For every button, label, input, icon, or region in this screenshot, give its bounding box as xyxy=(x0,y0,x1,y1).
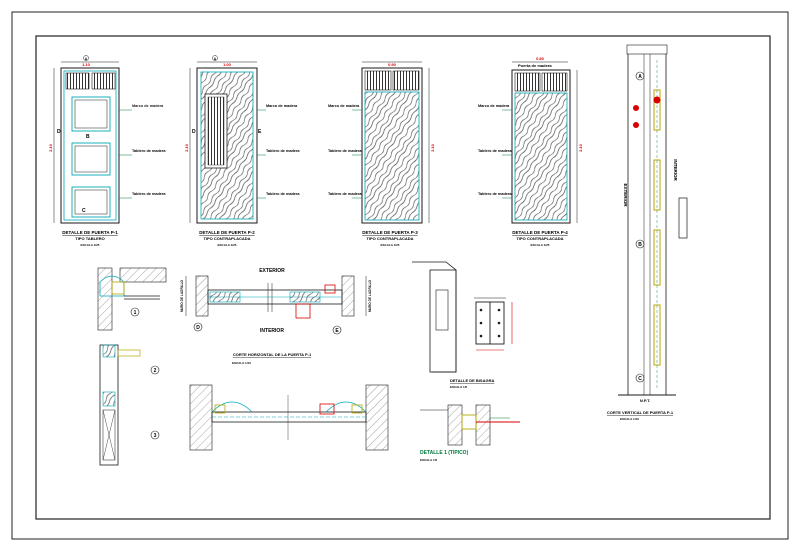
hinge-scale: ESCALA 1/5 xyxy=(450,385,468,389)
door-elevation-p3: 0.90 2.10 Marco de madera Tablero de mad… xyxy=(328,61,435,247)
detail-1-typical: DETALLE 1 (TIPICO) ESCALA 1/5 xyxy=(420,404,520,462)
subtitle-p4: TIPO CONTRAPLACADA xyxy=(516,236,563,241)
vsec-marker-c: C xyxy=(638,376,642,382)
note-p3-2: Tablero de madera xyxy=(328,192,362,196)
marker-b-p1: B xyxy=(86,134,90,140)
hsec-exterior: EXTERIOR xyxy=(259,268,285,274)
scale-p2: ESCALA 1/25 xyxy=(218,243,237,247)
dim-width-p3: 0.90 xyxy=(388,62,397,67)
note-p2-2: Tablero de madera xyxy=(266,192,300,196)
hsec-marker-e: E xyxy=(335,328,339,334)
note-p3-1: Tablero de madera xyxy=(328,149,362,153)
dim-height-p3: 2.10 xyxy=(430,143,435,152)
marker-d-p1: D xyxy=(57,129,61,135)
note-p1-0: Marco de madera xyxy=(132,104,164,108)
subtitle-p3: TIPO CONTRAPLACADA xyxy=(366,236,413,241)
subtitle-p2: TIPO CONTRAPLACADA xyxy=(203,236,250,241)
note-p1-1: Tablero de madera xyxy=(132,149,166,153)
vsec-marker-a: A xyxy=(638,74,642,80)
dim-width-p2: 1.00 xyxy=(223,62,232,67)
dim-width-p4: 0.80 xyxy=(536,56,545,61)
marker-a-p1: A xyxy=(85,57,88,61)
note-p2-0: Marco de madera xyxy=(266,104,298,108)
horizontal-section-p1: EXTERIOR MURO DE LADRILLO MURO DE LADRIL… xyxy=(180,268,372,365)
hsec-wall-right: MURO DE LADRILLO xyxy=(368,279,372,312)
marker-c-p1: C xyxy=(82,208,86,214)
marker-d-p2: D xyxy=(192,129,196,135)
detail-marker-1: 1 xyxy=(134,310,137,316)
vsec-scale: ESCALA 1/10 xyxy=(620,417,639,421)
hsec-wall-left: MURO DE LADRILLO xyxy=(180,279,184,312)
vertical-section-p1: A B C EXTERIOR INTERIOR N.P.T. CORTE VER… xyxy=(607,44,688,421)
note-p2-1: Tablero de madera xyxy=(266,149,300,153)
hinge-title: DETALLE DE BISAGRA xyxy=(450,378,494,383)
scale-p1: ESCALA 1/25 xyxy=(81,243,100,247)
title-p3: DETALLE DE PUERTA P-3 xyxy=(362,230,418,235)
marker-e-p2: E xyxy=(258,129,262,135)
title-p1: DETALLE DE PUERTA P-1 xyxy=(62,230,118,235)
hsec-scale: ESCALA 1/10 xyxy=(232,361,251,365)
dim-height-p1: 2.10 xyxy=(48,143,53,152)
note-p4-2: Tablero de madera xyxy=(478,192,512,196)
left-details: 1 2 3 xyxy=(97,267,167,466)
sheet-outer-border xyxy=(11,11,789,540)
door-elevation-p1: 1.10 A 2.10 D B C Marco de madera Tabler… xyxy=(48,55,166,247)
note-p4-1: Tablero de madera xyxy=(478,149,512,153)
title-p4: DETALLE DE PUERTA P-4 xyxy=(512,230,568,235)
vsec-exterior: EXTERIOR xyxy=(623,183,628,207)
dim-height-p4: 2.10 xyxy=(578,143,583,152)
dim-width-p1: 1.10 xyxy=(82,62,91,67)
note-p3-0: Marco de madera xyxy=(328,104,360,108)
scale-p3: ESCALA 1/25 xyxy=(381,243,400,247)
detail1-title: DETALLE 1 (TIPICO) xyxy=(420,450,469,456)
detail-marker-3: 3 xyxy=(154,433,157,439)
detail1-scale: ESCALA 1/5 xyxy=(420,458,438,462)
door-elevation-p4: Puerta de madera 0.80 2.10 Marco de made… xyxy=(478,56,583,247)
sheet-inner-border xyxy=(35,35,771,520)
marker-a-p2: A xyxy=(214,57,217,61)
hsec-title: CORTE HORIZONTAL DE LA PUERTA P-1 xyxy=(233,352,312,357)
vsec-marker-b: B xyxy=(638,242,642,248)
top-label-p4: Puerta de madera xyxy=(518,63,552,68)
horizontal-plan-strip xyxy=(189,384,389,451)
detail-marker-2: 2 xyxy=(154,368,157,374)
vsec-title: CORTE VERTICAL DE PUERTA P-1 xyxy=(607,410,674,415)
hsec-marker-d: D xyxy=(196,325,200,331)
vsec-floor: N.P.T. xyxy=(640,398,650,403)
note-p1-2: Tablero de madera xyxy=(132,192,166,196)
hsec-interior: INTERIOR xyxy=(260,328,284,334)
dim-height-p2: 2.10 xyxy=(184,143,189,152)
note-p4-0: Marco de madera xyxy=(478,104,510,108)
subtitle-p1: TIPO TABLERO xyxy=(75,236,104,241)
vsec-interior: INTERIOR xyxy=(673,159,678,181)
scale-p4: ESCALA 1/25 xyxy=(531,243,550,247)
hinge-detail: DETALLE DE BISAGRA ESCALA 1/5 xyxy=(412,261,513,389)
title-p2: DETALLE DE PUERTA P-2 xyxy=(199,230,255,235)
door-elevation-p2: 1.00 A 2.10 D E Marco de madera Tablero … xyxy=(184,55,300,247)
